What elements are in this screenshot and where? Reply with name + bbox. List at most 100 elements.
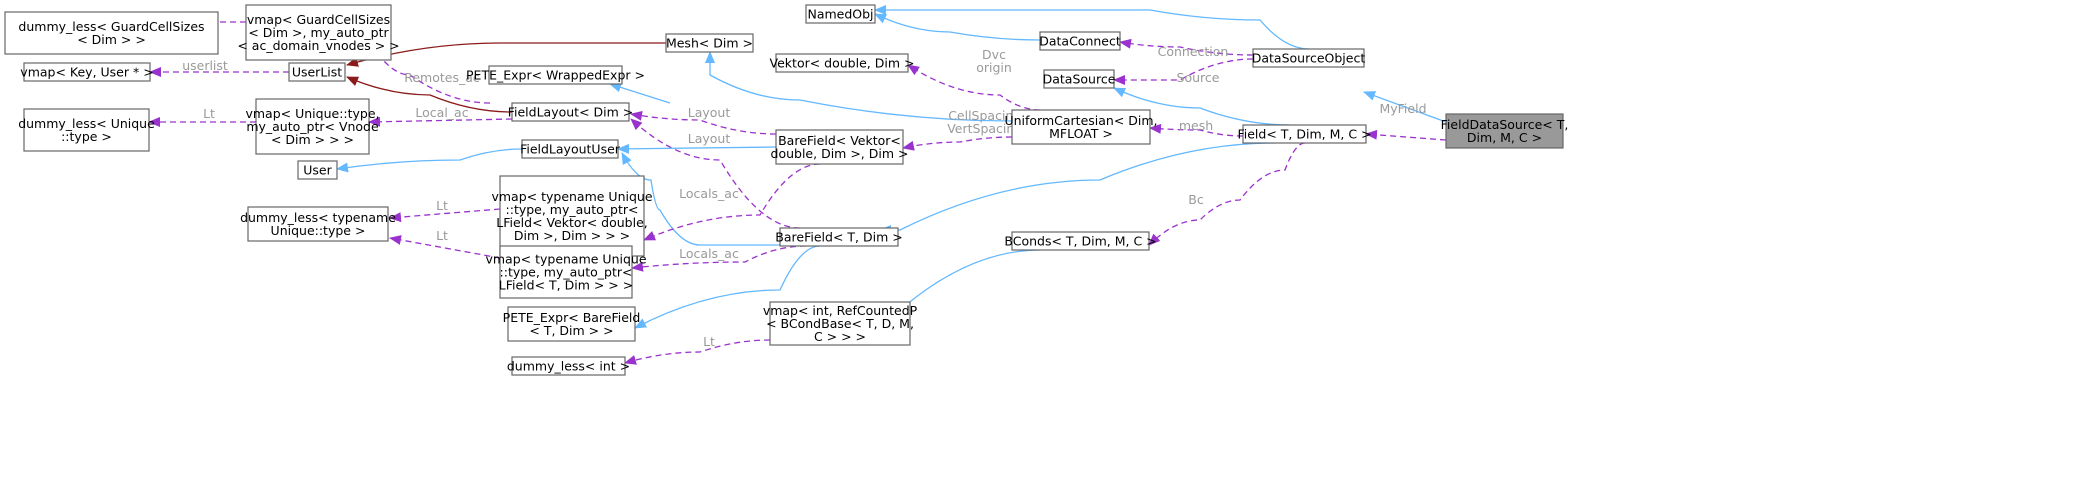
edge-mesh-userlist-line <box>346 42 666 67</box>
datasourceobject-node[interactable]: DataSourceObject <box>1252 48 1366 68</box>
user-node[interactable]: User <box>297 160 338 180</box>
edge-userlist-vmap-key-label: userlist <box>182 58 228 73</box>
barefield-vektor-node-box[interactable] <box>775 129 904 165</box>
edge-layout-vek-label: Layout <box>688 105 731 120</box>
fieldlayout-node-box[interactable] <box>511 102 630 122</box>
vmap-key-user-node[interactable]: vmap< Key, User * > <box>20 62 154 82</box>
dummy-less-unique-type-node-box[interactable] <box>23 108 150 152</box>
dummy-less-guardcellsizes-node[interactable]: dummy_less< GuardCellSizes< Dim > > <box>4 11 219 55</box>
dummy-less-unique-type-node[interactable]: dummy_less< Unique::type > <box>18 108 155 152</box>
barefield-vektor-node[interactable]: BareField< Vektor<double, Dim >, Dim > <box>771 129 909 165</box>
edge-dso-namedobj-line <box>874 4 1310 50</box>
edge-local-ac-label: Local_ac <box>415 105 468 120</box>
pete-expr-barefield-node-label: PETE_Expr< BareField< T, Dim > > <box>503 310 641 338</box>
vmap-int-refcountedp-node[interactable]: vmap< int, RefCountedP< BCondBase< T, D,… <box>763 301 918 346</box>
edge-lt-dummy-int-label: Lt <box>703 334 715 349</box>
pete-expr-barefield-node-box[interactable] <box>507 306 636 342</box>
edge-mesh-field: mesh <box>1149 118 1244 137</box>
vmap-unique-type-node[interactable]: vmap< Unique::type,my_auto_ptr< Vnode< D… <box>245 98 380 155</box>
edge-layout-t: Layout <box>630 118 801 229</box>
field-node-label: Field< T, Dim, M, C > <box>1237 127 1371 142</box>
edge-field-barefield-t-line <box>879 142 1276 235</box>
datasourceobject-node-box[interactable] <box>1252 48 1365 68</box>
namedobj-node-label: NamedObj <box>807 7 873 22</box>
vektor-node[interactable]: Vektor< double, Dim > <box>770 53 915 73</box>
namedobj-node[interactable]: NamedObj <box>805 4 876 24</box>
edge-layout-vek-line <box>630 110 777 135</box>
fielddatasource-node-box[interactable] <box>1445 113 1564 149</box>
barefield-t-node-box[interactable] <box>779 227 899 247</box>
vmap-key-user-node-label: vmap< Key, User * > <box>20 65 153 80</box>
nodes-layer: dummy_less< GuardCellSizes< Dim > > vmap<… <box>4 4 1569 376</box>
dataconnect-node-box[interactable] <box>1039 31 1121 51</box>
uniformcartesian-node-box[interactable] <box>1011 109 1151 145</box>
dummy-less-int-node[interactable]: dummy_less< int > <box>507 356 630 376</box>
dummy-less-int-node-box[interactable] <box>511 356 626 376</box>
pete-expr-wrappedexpr-node[interactable]: PETE_Expr< WrappedExpr > <box>466 65 645 85</box>
edge-locals-ac-t: Locals_ac <box>631 245 807 272</box>
edge-locals-ac-vek: Locals_ac <box>643 163 821 241</box>
edge-lt-dummy-unique-label: Lt <box>203 106 215 121</box>
vmap-key-user-node-box[interactable] <box>23 62 151 82</box>
vmap-lfield-t-node[interactable]: vmap< typename Unique::type, my_auto_ptr… <box>485 245 647 299</box>
vmap-guardcellsizes-node[interactable]: vmap< GuardCellSizes< Dim >, my_auto_ptr… <box>237 4 400 61</box>
bconds-node-box[interactable] <box>1011 231 1150 251</box>
dummy-less-guardcellsizes-node-box[interactable] <box>4 11 219 55</box>
userlist-node-box[interactable] <box>288 62 346 82</box>
user-node-box[interactable] <box>297 160 338 180</box>
edge-layout-t-label: Layout <box>688 131 731 146</box>
vmap-lfield-t-node-box[interactable] <box>499 245 633 299</box>
field-node[interactable]: Field< T, Dim, M, C > <box>1237 124 1372 144</box>
datasource-node-box[interactable] <box>1043 69 1115 89</box>
edge-lt-dummy-int-line <box>624 339 771 365</box>
vmap-unique-type-node-box[interactable] <box>255 98 370 155</box>
userlist-node[interactable]: UserList <box>288 62 346 82</box>
mesh-node[interactable]: Mesh< Dim > <box>665 33 754 53</box>
edge-connection: Connection <box>1119 38 1254 59</box>
dummy-less-int-node-label: dummy_less< int > <box>507 359 630 374</box>
namedobj-node-box[interactable] <box>805 4 876 24</box>
edge-bc: Bc <box>1148 142 1306 246</box>
mesh-node-box[interactable] <box>665 33 754 53</box>
fielddatasource-node-label: FieldDataSource< T,Dim, M, C > <box>1441 117 1569 145</box>
datasource-node[interactable]: DataSource <box>1043 69 1116 89</box>
vmap-lfield-vektor-node-box[interactable] <box>499 175 645 257</box>
dummy-less-typename-unique-node-box[interactable] <box>247 206 389 242</box>
edge-dso-namedobj <box>874 4 1310 50</box>
edge-fieldlayoutuser-user <box>336 148 523 173</box>
vmap-lfield-vektor-node[interactable]: vmap< typename Unique::type, my_auto_ptr… <box>491 175 653 257</box>
fieldlayoutuser-node-box[interactable] <box>521 139 619 159</box>
edge-fds-dso-line <box>1363 91 1447 123</box>
barefield-t-node[interactable]: BareField< T, Dim > <box>775 227 903 247</box>
fieldlayout-node[interactable]: FieldLayout< Dim > <box>508 102 634 122</box>
vmap-lfield-vektor-node-label: vmap< typename Unique::type, my_auto_ptr… <box>491 189 652 243</box>
dataconnect-node[interactable]: DataConnect <box>1039 31 1121 51</box>
user-node-label: User <box>303 163 332 178</box>
edge-userlist-vmap-key: userlist <box>149 58 289 77</box>
dummy-less-unique-type-node-label: dummy_less< Unique::type > <box>18 116 155 144</box>
edge-lt-dummy-tn-2-line <box>389 235 501 259</box>
vmap-int-refcountedp-node-box[interactable] <box>769 301 911 346</box>
edge-lt-dummy-tn-2: Lt <box>389 228 501 259</box>
edge-remotes-ac-line <box>371 44 491 104</box>
edge-lt-dummy-tn-1-line <box>389 208 501 223</box>
edge-uniform-mesh-line <box>705 51 1013 122</box>
vektor-node-box[interactable] <box>775 53 909 73</box>
pete-expr-wrappedexpr-node-box[interactable] <box>488 65 623 85</box>
bconds-node[interactable]: BConds< T, Dim, M, C > <box>1004 231 1157 251</box>
edge-fieldlayout-userlist <box>346 76 513 113</box>
fieldlayoutuser-node[interactable]: FieldLayoutUser <box>520 139 621 159</box>
field-node-box[interactable] <box>1242 124 1367 144</box>
uniformcartesian-node[interactable]: UniformCartesian< Dim,MFLOAT > <box>1004 109 1158 145</box>
edge-uniform-mesh <box>705 51 1013 122</box>
vmap-guardcellsizes-node-box[interactable] <box>245 4 392 61</box>
edge-connection-label: Connection <box>1158 44 1229 59</box>
fielddatasource-node[interactable]: FieldDataSource< T,Dim, M, C > <box>1441 113 1569 149</box>
edge-mesh-field-line <box>1149 123 1244 137</box>
pete-expr-barefield-node[interactable]: PETE_Expr< BareField< T, Dim > > <box>503 306 641 342</box>
edge-myfield-label: MyField <box>1379 101 1426 116</box>
